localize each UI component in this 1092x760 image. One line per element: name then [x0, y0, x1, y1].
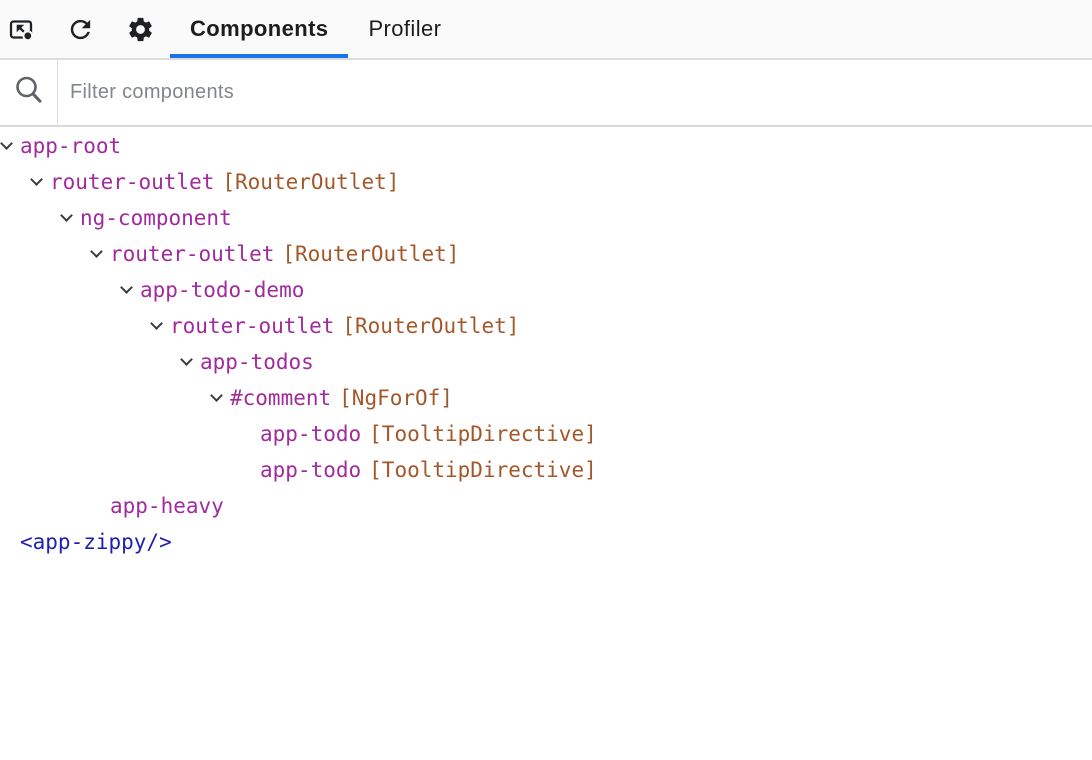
chevron-down-icon[interactable]	[150, 308, 170, 344]
chevron-down-icon[interactable]	[120, 272, 140, 308]
inspect-element-button[interactable]	[8, 16, 35, 43]
chevron-down-icon[interactable]	[30, 164, 50, 200]
component-name: app-todo	[260, 422, 362, 446]
refresh-icon	[66, 15, 95, 44]
search-zone	[0, 60, 58, 125]
tab-bar: Components Profiler	[170, 0, 461, 58]
component-name: ng-component	[80, 206, 232, 230]
tree-node[interactable]: app-todos	[0, 344, 1092, 380]
tree-node[interactable]: app-todo-demo	[0, 272, 1092, 308]
tree-node[interactable]: router-outlet [RouterOutlet]	[0, 164, 1092, 200]
chevron-down-icon[interactable]	[180, 344, 200, 380]
component-name: app-todo-demo	[140, 278, 305, 302]
chevron-down-icon[interactable]	[210, 380, 230, 416]
component-name: router-outlet	[170, 314, 335, 338]
component-name: app-todos	[200, 350, 314, 374]
tree-node[interactable]: router-outlet [RouterOutlet]	[0, 236, 1092, 272]
indent-spacer	[240, 416, 260, 452]
refresh-button[interactable]	[66, 15, 95, 44]
tab-profiler-label: Profiler	[368, 16, 442, 41]
chevron-down-icon[interactable]	[0, 128, 20, 164]
tree-node[interactable]: <app-zippy/>	[0, 524, 1092, 560]
component-name: #comment	[230, 386, 332, 410]
component-name: app-todo	[260, 458, 362, 482]
tree-node[interactable]: app-todo [TooltipDirective]	[0, 452, 1092, 488]
indent-spacer	[0, 524, 20, 560]
element-name: <app-zippy/>	[20, 530, 172, 554]
directive-name: [RouterOutlet]	[342, 314, 520, 338]
chevron-down-icon[interactable]	[60, 200, 80, 236]
component-name: router-outlet	[50, 170, 215, 194]
chevron-down-icon[interactable]	[90, 236, 110, 272]
component-name: router-outlet	[110, 242, 275, 266]
tab-profiler[interactable]: Profiler	[348, 0, 461, 58]
tree-node[interactable]: app-root	[0, 128, 1092, 164]
component-name: app-heavy	[110, 494, 224, 518]
tab-components[interactable]: Components	[170, 0, 349, 58]
tree-node[interactable]: app-todo [TooltipDirective]	[0, 416, 1092, 452]
directive-name: [TooltipDirective]	[369, 458, 597, 482]
filter-components-input[interactable]	[58, 60, 1092, 125]
directive-name: [RouterOutlet]	[282, 242, 460, 266]
indent-spacer	[240, 452, 260, 488]
search-icon	[13, 74, 45, 111]
inspect-icon	[8, 16, 35, 43]
indent-spacer	[90, 488, 110, 524]
directive-name: [NgForOf]	[339, 386, 453, 410]
gear-icon	[126, 15, 155, 44]
directive-name: [RouterOutlet]	[222, 170, 400, 194]
tree-node[interactable]: app-heavy	[0, 488, 1092, 524]
filter-bar	[0, 60, 1092, 127]
component-name: app-root	[20, 134, 122, 158]
tree-node[interactable]: ng-component	[0, 200, 1092, 236]
toolbar: Components Profiler	[0, 0, 1092, 60]
settings-button[interactable]	[126, 15, 155, 44]
tree-node[interactable]: router-outlet [RouterOutlet]	[0, 308, 1092, 344]
tab-components-label: Components	[190, 16, 329, 41]
directive-name: [TooltipDirective]	[369, 422, 597, 446]
tree-node[interactable]: #comment [NgForOf]	[0, 380, 1092, 416]
component-tree: app-root router-outlet [RouterOutlet] ng-co…	[0, 127, 1092, 760]
